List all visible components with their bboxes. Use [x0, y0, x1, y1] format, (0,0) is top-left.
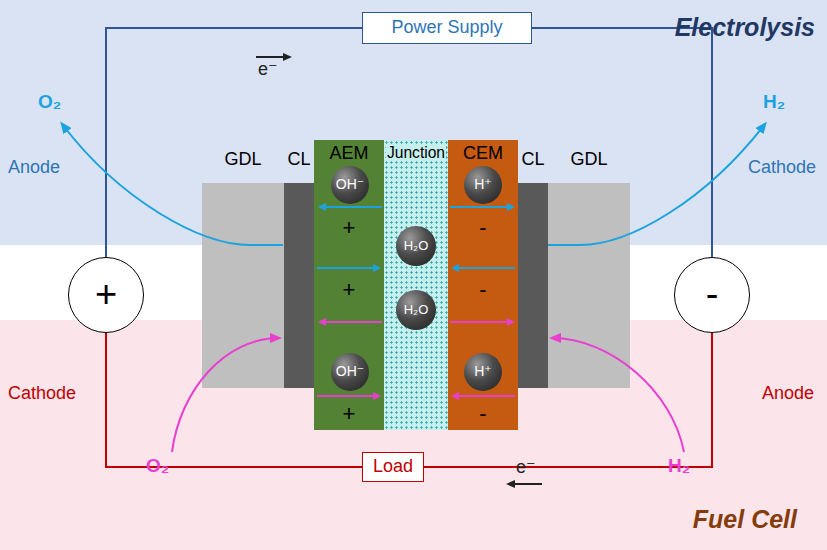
node-label: Junction — [386, 144, 446, 161]
node-label: CL — [287, 150, 310, 170]
node-label: H₂O — [404, 303, 429, 317]
node-label: CL — [521, 150, 544, 170]
gas-label: H₂ — [668, 456, 690, 477]
charge-sign: - — [479, 278, 486, 302]
node-label: CEM — [463, 144, 503, 164]
node-label: AEM — [329, 144, 368, 164]
node-label: Power Supply — [391, 18, 502, 38]
anion-exchange-membrane: AEM + + + OH⁻ OH⁻ — [314, 140, 384, 430]
node-label: + — [95, 274, 117, 316]
node-label: H₂O — [404, 239, 429, 253]
electrode-label: Anode — [762, 384, 814, 404]
mode-title: Fuel Cell — [693, 506, 797, 534]
charge-sign: + — [343, 216, 356, 240]
positive-terminal: + — [68, 257, 144, 333]
electron-label: e⁻ — [516, 458, 536, 478]
gas-label: O₂ — [38, 92, 61, 113]
water-molecule: H₂O — [396, 290, 436, 330]
electrode-label: Cathode — [748, 158, 816, 178]
electron-arrows — [256, 57, 542, 484]
gas-diffusion-layer: GDL — [202, 183, 284, 388]
node-label: GDL — [570, 150, 607, 170]
proton-ion: H⁺ — [464, 353, 502, 391]
node-label: H⁺ — [474, 177, 492, 192]
proton-ion: H⁺ — [464, 166, 502, 204]
gas-flow-arrows — [62, 124, 765, 452]
node-label: Load — [373, 457, 413, 477]
gas-label: O₂ — [146, 456, 169, 477]
node-label: - — [706, 274, 719, 316]
electrode-label: Anode — [8, 158, 60, 178]
gas-label: H₂ — [763, 92, 785, 113]
electron-label: e⁻ — [258, 60, 278, 80]
gas-diffusion-layer: GDL — [548, 183, 630, 388]
load-box: Load — [362, 452, 424, 482]
electrode-label: Cathode — [8, 384, 76, 404]
power-supply-box: Power Supply — [362, 12, 532, 44]
cation-exchange-membrane: CEM - - - H⁺ H⁺ — [448, 140, 518, 430]
catalyst-layer: CL — [284, 183, 314, 388]
ion-arrows — [317, 207, 515, 396]
negative-terminal: - — [674, 257, 750, 333]
mode-title: Electrolysis — [675, 14, 815, 42]
charge-sign: + — [343, 278, 356, 302]
water-molecule: H₂O — [396, 226, 436, 266]
charge-sign: - — [479, 402, 486, 426]
node-label: OH⁻ — [336, 364, 364, 379]
bipolar-junction: JunctionH₂O H₂O — [384, 140, 448, 430]
node-label: H⁺ — [474, 364, 492, 379]
node-label: OH⁻ — [336, 177, 364, 192]
hydroxide-ion: OH⁻ — [331, 353, 369, 391]
charge-sign: + — [343, 402, 356, 426]
charge-sign: - — [479, 216, 486, 240]
node-label: GDL — [224, 150, 261, 170]
catalyst-layer: CL — [518, 183, 548, 388]
hydroxide-ion: OH⁻ — [331, 166, 369, 204]
